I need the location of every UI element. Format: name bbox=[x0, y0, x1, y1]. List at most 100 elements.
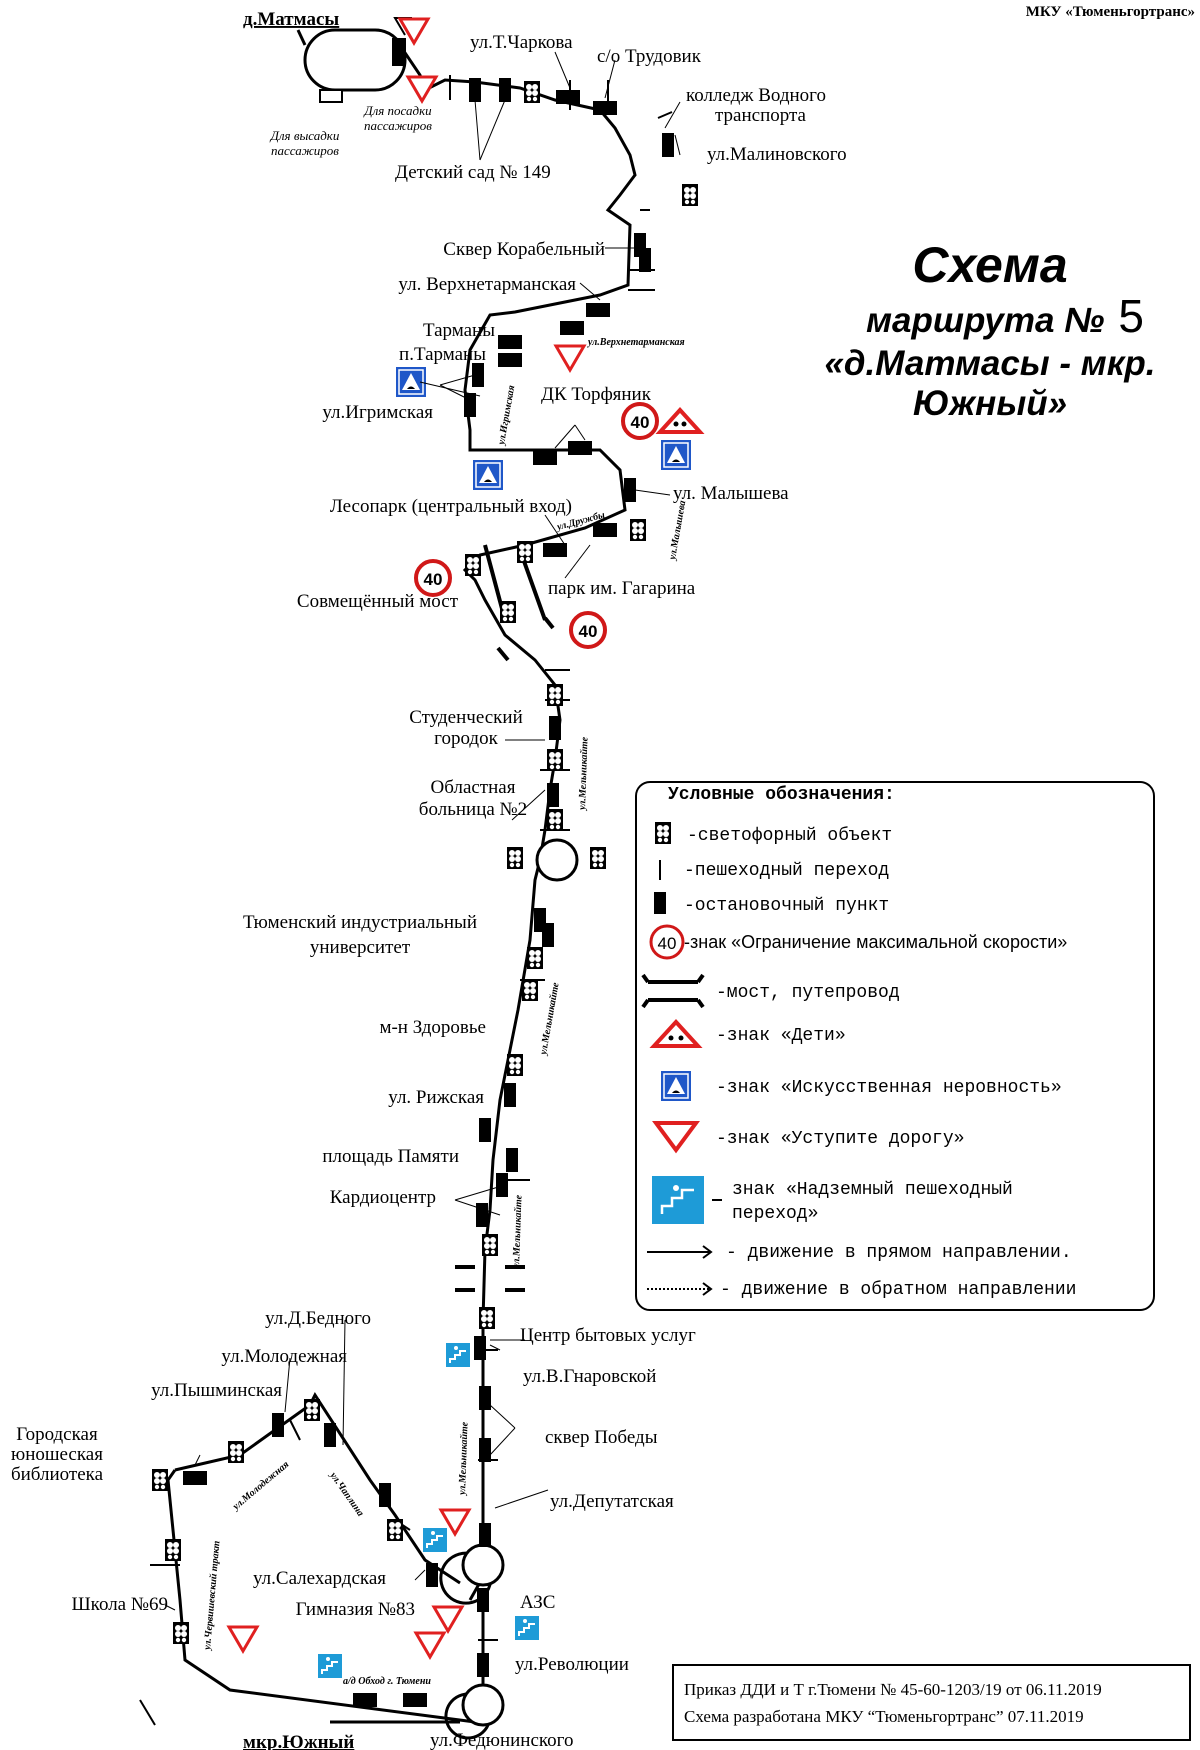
legend: Условные обозначения: -светофорный объек… bbox=[635, 781, 1155, 1311]
stop-label: ул.Т.Чаркова bbox=[470, 32, 573, 53]
terminal-start bbox=[296, 17, 412, 103]
leader-lines bbox=[164, 51, 681, 1611]
stop-label: Студенческий bbox=[409, 707, 523, 728]
stop-label: Кардиоцентр bbox=[330, 1187, 436, 1208]
stop-label: колледж Водного bbox=[686, 85, 826, 106]
svg-text:40: 40 bbox=[631, 413, 650, 432]
stop-label: Детский сад № 149 bbox=[395, 162, 551, 183]
bus-stop-icon bbox=[654, 892, 666, 914]
stop-label: площадь Памяти bbox=[322, 1146, 459, 1167]
boarding-note: Для посадки bbox=[362, 103, 432, 118]
yield-sign-icon bbox=[554, 344, 586, 372]
stop-label: Совмещённый мост bbox=[297, 591, 459, 612]
speed-limit-icon: 40 bbox=[649, 924, 685, 960]
svg-text:ул.Игримская: ул.Игримская bbox=[496, 384, 517, 446]
svg-text:ул.Мельникайте: ул.Мельникайте bbox=[577, 736, 591, 811]
speed-bump-icon bbox=[660, 1070, 692, 1102]
title-line3: «д.Матмасы - мкр. bbox=[824, 344, 1155, 383]
stop-label: Городская bbox=[16, 1424, 98, 1445]
terminal-start-label: д.Матмасы bbox=[243, 9, 339, 30]
speed-bump-icon bbox=[660, 439, 692, 471]
stop-label: городок bbox=[434, 728, 498, 749]
stop-label: Лесопарк (центральный вход) bbox=[330, 496, 572, 517]
stop-label: библиотека bbox=[11, 1464, 104, 1485]
svg-text:ул.Чаплина: ул.Чаплина bbox=[327, 1470, 366, 1519]
yield-sign-icon bbox=[406, 75, 438, 103]
stop-label: ул.Пышминская bbox=[151, 1380, 282, 1401]
legend-item: -знак «Искусственная неровность» bbox=[716, 1078, 1062, 1098]
stop-label: Тарманы bbox=[423, 320, 495, 341]
legend-item: -светофорный объект bbox=[687, 825, 892, 846]
stop-label: п.Тарманы bbox=[399, 344, 486, 365]
legend-item: знак «Надземный пешеходный bbox=[732, 1180, 1013, 1200]
legend-title: Условные обозначения: bbox=[668, 784, 895, 805]
stop-label: юношеская bbox=[11, 1444, 103, 1465]
svg-text:ул.Червишевский тракт: ул.Червишевский тракт bbox=[202, 1540, 223, 1651]
title-line2: маршрута № 5 bbox=[866, 290, 1144, 342]
stop-label: с/о Трудовик bbox=[597, 46, 702, 67]
legend-item: переход» bbox=[732, 1204, 818, 1224]
legend-item: - движение в обратном направлении bbox=[720, 1279, 1076, 1300]
svg-text:ул.Мельникайте: ул.Мельникайте bbox=[538, 981, 562, 1056]
svg-text:ул.Мельникайте: ул.Мельникайте bbox=[511, 1194, 525, 1269]
crosswalk-icon bbox=[139, 75, 673, 1726]
stop-label: ул.Молодежная bbox=[221, 1346, 347, 1367]
traffic-light-icon bbox=[655, 822, 671, 844]
overpass-icon bbox=[514, 1615, 540, 1641]
stop-label: ул. Верхнетарманская bbox=[398, 274, 576, 295]
title-line4: Южный» bbox=[913, 384, 1067, 423]
stop-label: АЗС bbox=[520, 1592, 555, 1613]
stop-label: Областная bbox=[431, 777, 516, 798]
stop-label: ул.В.Гнаровской bbox=[523, 1366, 656, 1387]
footer-box: Приказ ДДИ и Т г.Тюмени № 45-60-1203/19 … bbox=[672, 1664, 1191, 1741]
svg-text:40: 40 bbox=[658, 934, 677, 953]
svg-text:ул.Мельникайте: ул.Мельникайте bbox=[457, 1421, 471, 1496]
boarding-note: пассажиров bbox=[364, 118, 432, 133]
roundabout bbox=[461, 1683, 505, 1727]
stop-label: университет bbox=[310, 937, 411, 958]
stop-label: парк им. Гагарина bbox=[548, 578, 696, 599]
stop-label: ул.Д.Бедного bbox=[265, 1308, 371, 1329]
stop-label: ул.Салехардская bbox=[253, 1568, 386, 1589]
speed-limit-icon: 40 bbox=[621, 402, 659, 440]
stop-label: больница №2 bbox=[419, 799, 527, 820]
stop-label: ул.Революции bbox=[515, 1654, 629, 1675]
footer-line: Схема разработана МКУ “Тюменьгортранс” 0… bbox=[684, 1707, 1084, 1726]
stop-label: ул. Рижская bbox=[388, 1087, 484, 1108]
traffic-lights bbox=[152, 81, 698, 1644]
yield-sign-icon bbox=[432, 1605, 464, 1633]
overpass-icon bbox=[445, 1342, 471, 1368]
svg-text:ул.Молодежная: ул.Молодежная bbox=[230, 1459, 291, 1513]
stop-label: Школа №69 bbox=[72, 1594, 168, 1615]
legend-item: -знак «Уступите дорогу» bbox=[716, 1129, 964, 1149]
svg-text:40: 40 bbox=[424, 570, 443, 589]
stop-label: Сквер Корабельный bbox=[443, 239, 605, 260]
stop-label: м-н Здоровье bbox=[379, 1017, 486, 1038]
svg-text:40: 40 bbox=[579, 622, 598, 641]
legend-item: -пешеходный переход bbox=[684, 861, 889, 881]
stop-label: ул.Малиновского bbox=[707, 144, 847, 165]
yield-sign-icon bbox=[414, 1631, 446, 1659]
bridge-icon bbox=[641, 973, 705, 1009]
yield-sign-icon bbox=[652, 1121, 700, 1154]
roundabout bbox=[461, 1543, 505, 1587]
stop-labels: ул.Т.Чаркова с/о Трудовик колледж Водног… bbox=[11, 32, 847, 1750]
reverse-arrow-icon bbox=[647, 1282, 713, 1296]
children-sign-icon bbox=[655, 407, 705, 434]
svg-text:ул.Малышева: ул.Малышева bbox=[667, 500, 688, 562]
organization-label: МКУ «Тюменьгортранс» bbox=[1026, 4, 1195, 20]
stop-label: ул.Депутатская bbox=[550, 1491, 674, 1512]
stop-label: Тюменский индустриальный bbox=[243, 912, 477, 933]
legend-item: -мост, путепровод bbox=[716, 983, 900, 1003]
forward-arrow-icon bbox=[647, 1245, 713, 1259]
children-sign-icon bbox=[649, 1019, 703, 1048]
roundabout bbox=[535, 838, 579, 882]
svg-text:ул.Верхнетарманская: ул.Верхнетарманская bbox=[587, 337, 685, 348]
speed-bump-icon bbox=[472, 459, 504, 491]
terminal-end-label: мкр.Южный bbox=[243, 1732, 354, 1750]
speed-limit-icon: 40 bbox=[569, 611, 607, 649]
dropoff-note: Для высадки bbox=[269, 128, 340, 143]
speed-limit-icon: 40 bbox=[414, 559, 452, 597]
legend-item: -остановочный пункт bbox=[684, 896, 889, 916]
